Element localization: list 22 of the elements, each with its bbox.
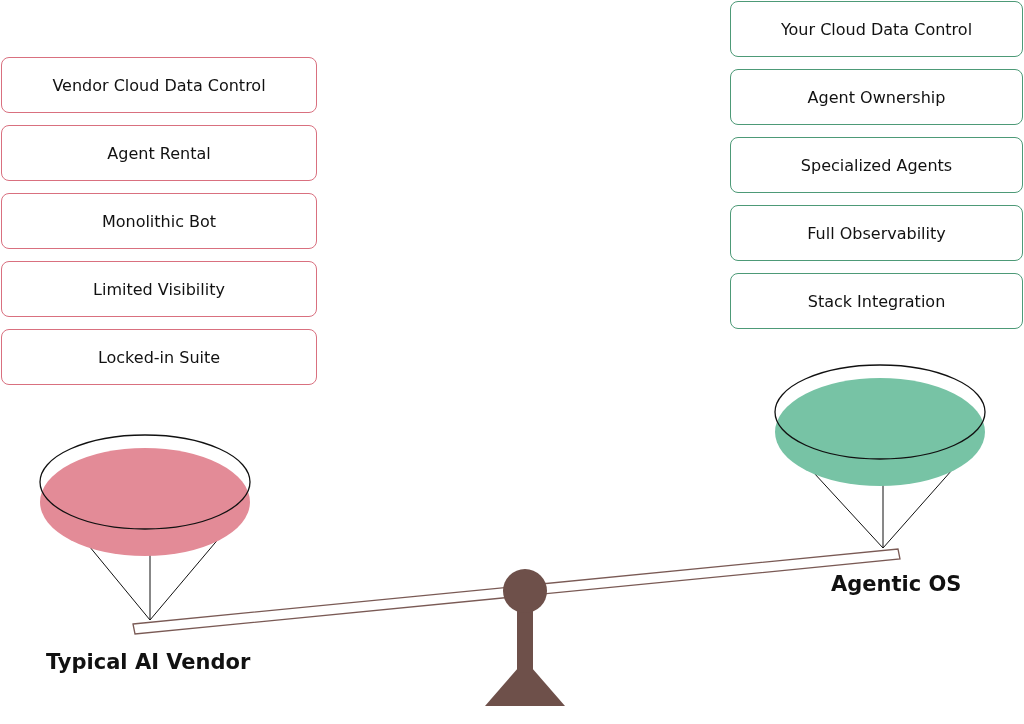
box-text: Stack Integration [807,291,946,311]
box-text: Agent Ownership [807,87,946,107]
box-text: Agent Rental [107,143,211,163]
box-text: Specialized Agents [800,155,953,175]
drawback-box [1,193,317,249]
box-text: Monolithic Bot [101,211,217,231]
box-text: Your Cloud Data Control [780,19,973,39]
box-text: Limited Visibility [93,279,225,299]
drawback-box [1,261,317,317]
benefit-box [730,1,1023,57]
benefit-box [730,205,1023,261]
benefit-box [730,69,1023,125]
drawback-box [1,329,317,385]
drawback-box [1,57,317,113]
scale-side-label: Typical AI Vendor [46,650,251,674]
benefit-box [730,137,1023,193]
benefit-box [730,273,1023,329]
drawback-box [1,125,317,181]
box-text: Locked-in Suite [97,347,221,367]
scale-side-label: Agentic OS [831,572,962,596]
box-text: Vendor Cloud Data Control [52,75,266,95]
box-text: Full Observability [807,223,946,243]
